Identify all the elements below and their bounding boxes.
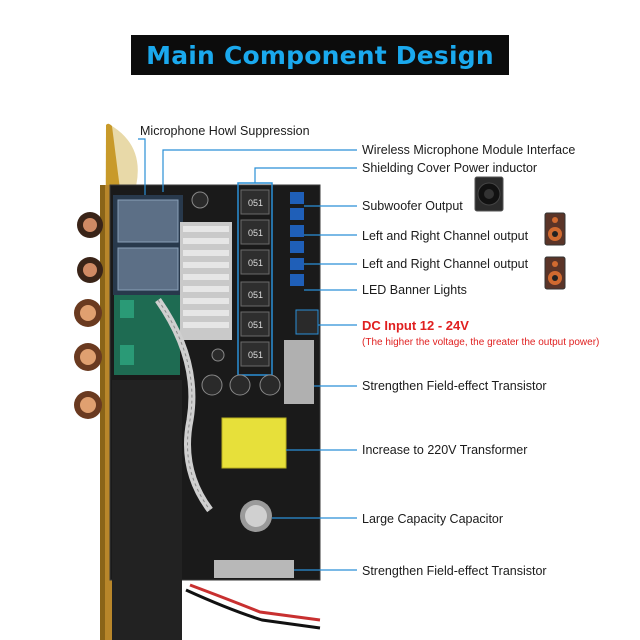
- inductor-marking-1: 051: [248, 198, 264, 208]
- title-banner: Main Component Design: [131, 35, 509, 75]
- label-dc-input: DC Input 12 - 24V: [362, 318, 469, 333]
- label-led-lights: LED Banner Lights: [362, 283, 467, 297]
- label-capacitor: Large Capacity Capacitor: [362, 512, 504, 526]
- inductor-marking-3: 051: [248, 258, 264, 268]
- label-dc-note: (The higher the voltage, the greater the…: [362, 337, 600, 348]
- label-howl-suppression: Microphone Howl Suppression: [140, 124, 310, 138]
- label-lr-output-2: Left and Right Channel output: [362, 257, 529, 271]
- label-fet-1: Strengthen Field-effect Transistor: [362, 379, 547, 393]
- label-lr-output-1: Left and Right Channel output: [362, 229, 529, 243]
- label-fet-2: Strengthen Field-effect Transistor: [362, 564, 547, 578]
- inductor-marking-4: 051: [248, 290, 264, 300]
- subwoofer-speaker-icon: [474, 176, 504, 217]
- label-power-inductor: Shielding Cover Power inductor: [362, 161, 538, 175]
- inductor-marking-2: 051: [248, 228, 264, 238]
- label-subwoofer-output: Subwoofer Output: [362, 199, 463, 213]
- label-transformer: Increase to 220V Transformer: [362, 443, 528, 457]
- label-wireless-module: Wireless Microphone Module Interface: [362, 143, 576, 157]
- inductor-marking-5: 051: [248, 320, 264, 330]
- bookshelf-speaker-icon: [544, 212, 566, 251]
- page-title: Main Component Design: [146, 40, 494, 70]
- inductor-marking-6: 051: [248, 350, 264, 360]
- bookshelf-speaker-icon-2: [544, 256, 566, 295]
